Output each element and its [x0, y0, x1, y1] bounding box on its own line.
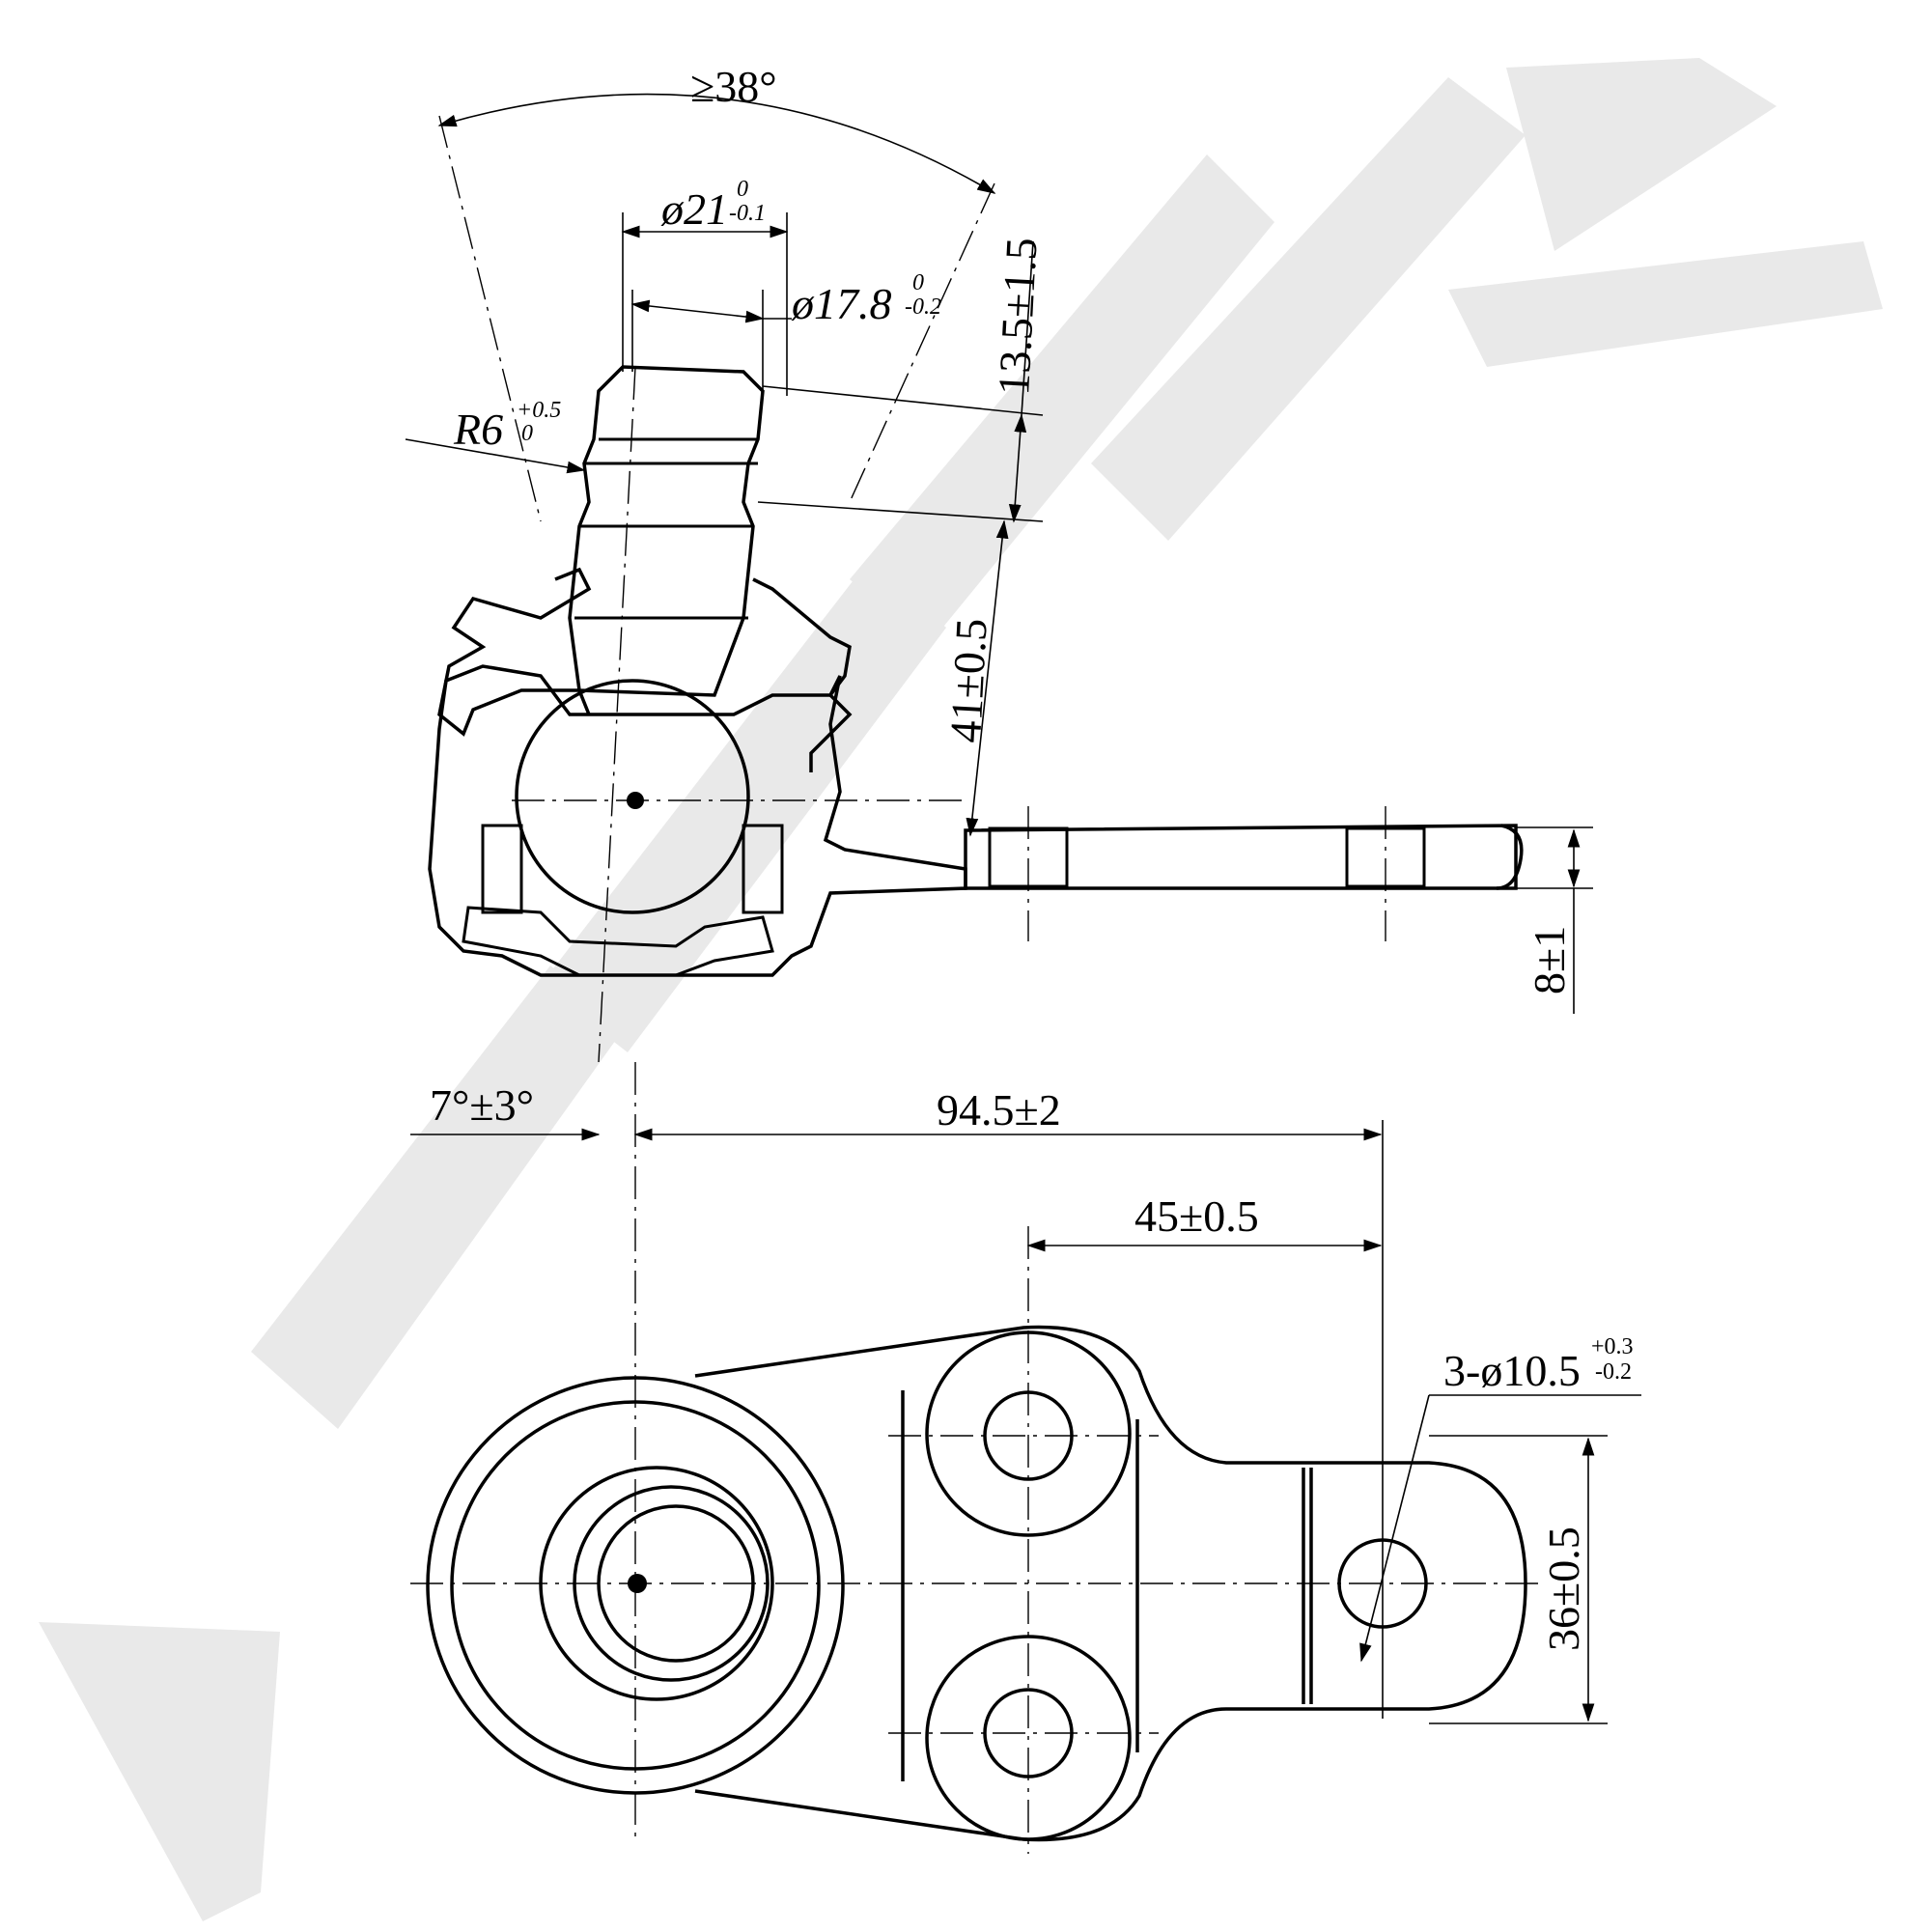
watermark-e1: [541, 560, 946, 1052]
angle-swing-label: ≥38°: [690, 62, 777, 111]
radius-tol-upper: +0.5: [517, 398, 561, 423]
radius-label: R6: [453, 405, 503, 454]
stud-thread-tol-lower: -0.2: [905, 294, 941, 320]
flange-arm: [964, 824, 1518, 890]
hole-spacing-x-label: 45±0.5: [1134, 1191, 1259, 1241]
bearing-left: [481, 824, 523, 914]
watermark-z: [251, 966, 628, 1429]
hole-diameter-tol-lower: -0.2: [1595, 1359, 1632, 1385]
watermark-k-leg: [1448, 241, 1883, 367]
stud-taper-tol-upper: 0: [737, 177, 748, 202]
stud-height-label: 41±0.5: [940, 617, 996, 743]
stud: [568, 365, 765, 697]
watermark-n: [850, 154, 1274, 647]
boss-bottom: [925, 1635, 1132, 1841]
top-dimensions: 45±0.5 3-ø10.5 +0.3 -0.2 36±0.5: [1026, 1191, 1641, 1724]
hole-diameter-tol-upper: +0.3: [1591, 1334, 1634, 1359]
stud-taper-tol-lower: -0.1: [729, 201, 766, 226]
side-section-view: [428, 365, 1524, 1063]
ball: [515, 679, 750, 914]
housing-section: [428, 664, 967, 977]
flange-tip: [1496, 824, 1524, 890]
watermark-logo: [39, 58, 1883, 1921]
hole-spacing-y-label: 36±0.5: [1539, 1526, 1588, 1651]
watermark-k: [1506, 58, 1777, 251]
bottom-cap: [462, 906, 774, 977]
thread-length-label: 13.5±1.5: [989, 237, 1046, 397]
stud-thread-diameter-label: ø17.8: [791, 279, 892, 328]
side-dimensions: ≥38° ø21 0 -0.1 ø17.8 0 -0.2 R6 +0.5 0 1…: [405, 62, 1593, 1719]
top-plan-view: [410, 1062, 1545, 1854]
rubber-boot: [437, 567, 853, 772]
stud-thread-tol-upper: 0: [912, 270, 924, 295]
hole-diameter-label: 3-ø10.5: [1443, 1346, 1581, 1395]
watermark-chevron: [39, 1622, 280, 1921]
bearing-right: [742, 824, 784, 914]
watermark-e2: [1091, 77, 1526, 541]
tilt-angle-label: 7°±3°: [430, 1080, 534, 1130]
center-to-hole-label: 94.5±2: [937, 1085, 1061, 1134]
flange-thickness-label: 8±1: [1525, 926, 1574, 994]
radius-tol-lower: 0: [521, 421, 533, 446]
stud-taper-diameter-label: ø21: [660, 184, 728, 234]
